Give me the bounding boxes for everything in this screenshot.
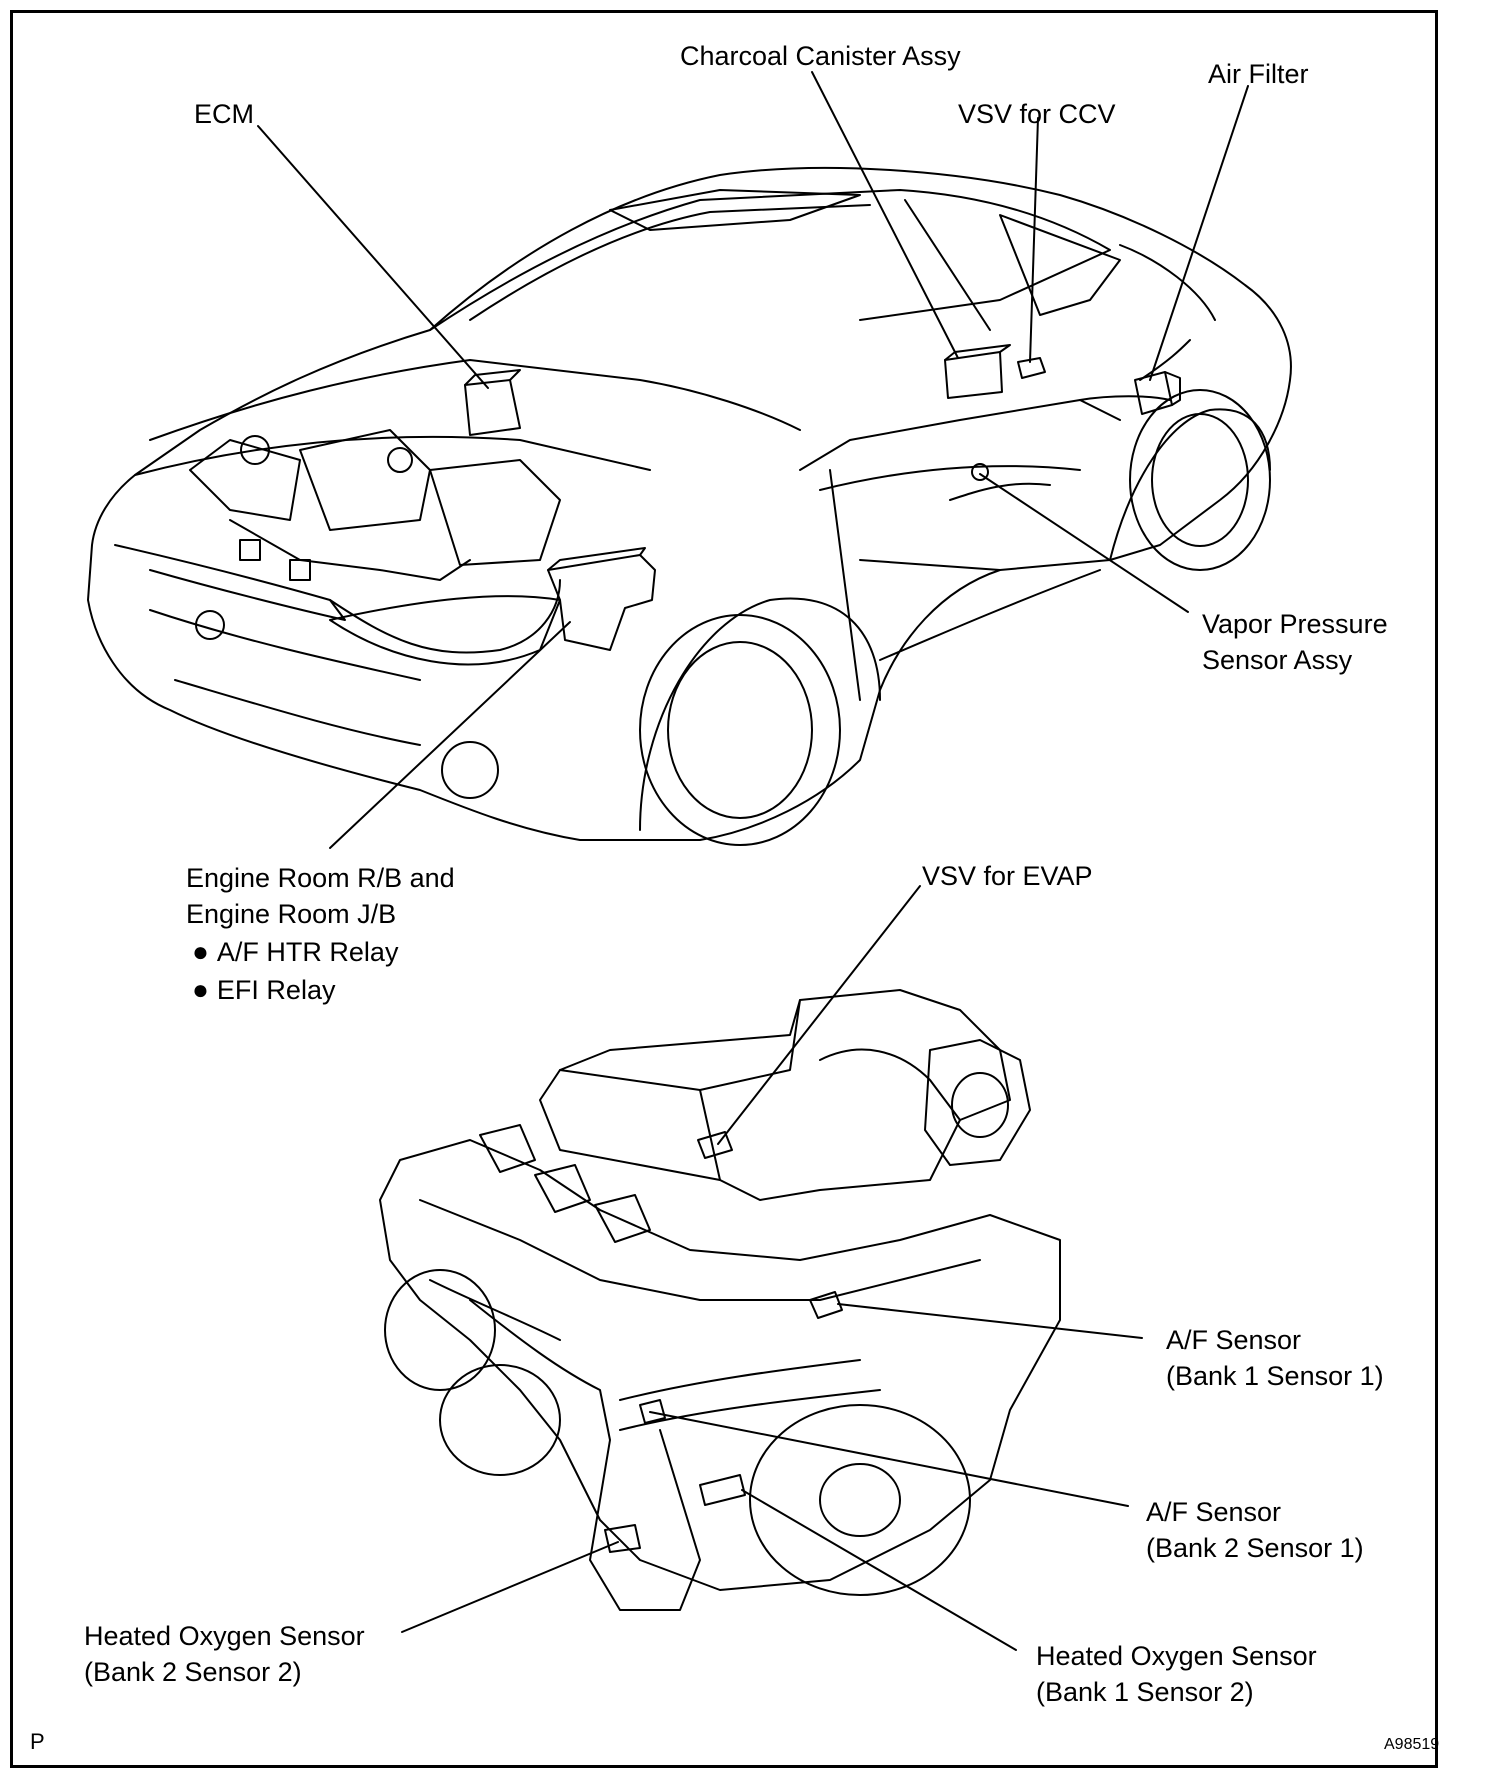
leader-lines: [257, 71, 1249, 1651]
label-af-b1s1-line2: (Bank 1 Sensor 1): [1166, 1361, 1384, 1391]
label-vapor-pressure-line1: Vapor Pressure: [1202, 609, 1388, 639]
figure-code: A98519: [1384, 1736, 1440, 1753]
label-ho2-b2s2-line2: (Bank 2 Sensor 2): [84, 1657, 302, 1687]
vapor-pressure-sensor: [971, 463, 989, 481]
charcoal-canister: [944, 344, 1011, 399]
label-engine-room-line2: Engine Room J/B: [186, 899, 397, 929]
label-af-b1s1-line1: A/F Sensor: [1166, 1325, 1302, 1355]
label-charcoal-canister: Charcoal Canister Assy: [680, 41, 961, 71]
label-af-b2s1-line1: A/F Sensor: [1146, 1497, 1282, 1527]
ecm-box: [464, 369, 521, 436]
label-ho2-b1s2-line1: Heated Oxygen Sensor: [1036, 1641, 1317, 1671]
vsv-ccv: [1017, 357, 1046, 379]
car-outline: [87, 166, 1292, 846]
label-af-b2s1-line2: (Bank 2 Sensor 1): [1146, 1533, 1364, 1563]
label-ho2-b1s2-line2: (Bank 1 Sensor 2): [1036, 1677, 1254, 1707]
label-ecm: ECM: [194, 99, 254, 129]
engine-outline: [379, 989, 1061, 1611]
label-air-filter: Air Filter: [1208, 59, 1309, 89]
af-htr-relay-text: A/F HTR Relay: [216, 937, 399, 967]
label-af-htr-relay: A/F HTR Relay: [192, 934, 399, 970]
label-ho2-b2s2-line1: Heated Oxygen Sensor: [84, 1621, 365, 1651]
efi-relay-text: EFI Relay: [216, 975, 336, 1005]
relay-block: [547, 547, 656, 651]
air-filter-body: [1134, 371, 1181, 415]
label-vsv-evap: VSV for EVAP: [922, 861, 1093, 891]
label-vapor-pressure-line2: Sensor Assy: [1202, 645, 1353, 675]
label-efi-relay: EFI Relay: [192, 972, 336, 1008]
corner-letter: P: [30, 1729, 45, 1754]
label-engine-room-line1: Engine Room R/B and: [186, 863, 455, 893]
label-vsv-ccv: VSV for CCV: [958, 99, 1116, 129]
diagram-frame: [10, 10, 1438, 1768]
